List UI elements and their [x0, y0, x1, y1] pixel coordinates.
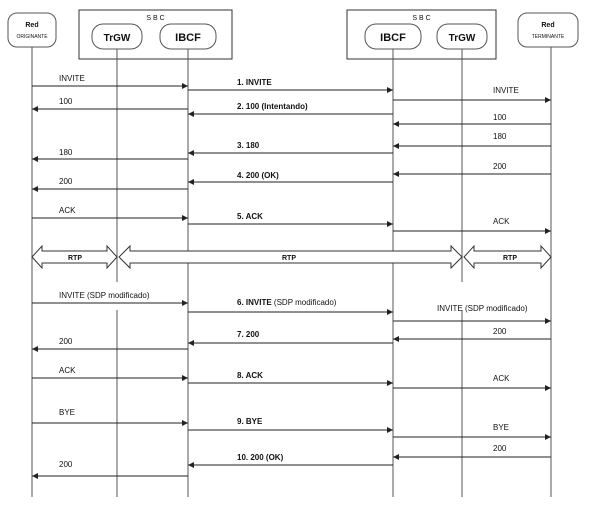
arrows — [32, 83, 551, 479]
label-re200-7: 7. 200 — [237, 330, 260, 339]
label-200-term: 200 — [493, 162, 507, 171]
label-100-2: 2. 100 (Intentando) — [237, 102, 308, 111]
label-200-orig: 200 — [59, 177, 73, 186]
label-bye-orig: BYE — [59, 408, 75, 417]
label-bye200-orig: 200 — [59, 460, 73, 469]
label-reinvite-6: 6. INVITE (SDP modificado) — [237, 298, 337, 307]
label-ack-orig: ACK — [59, 206, 76, 215]
ibcf-right-label: IBCF — [380, 32, 406, 44]
rtp-arrow-left — [31, 244, 118, 270]
label-reinvite-orig: INVITE (SDP modificado) — [59, 291, 150, 300]
label-180-term: 180 — [493, 132, 507, 141]
label-ack2-orig: ACK — [59, 366, 76, 375]
label-rtp-right: RTP — [503, 255, 517, 262]
trgw-right-label: TrGW — [449, 33, 476, 44]
label-ack-5: 5. ACK — [237, 212, 263, 221]
message-labels: INVITE 1. INVITE INVITE 100 2. 100 (Inte… — [59, 74, 528, 469]
label-ack-term: ACK — [493, 217, 510, 226]
trgw-left-label: TrGW — [104, 33, 131, 44]
label-re200-term: 200 — [493, 327, 507, 336]
label-rtp-mid: RTP — [282, 255, 296, 262]
label-reinvite-term: INVITE (SDP modificado) — [437, 304, 528, 313]
sbc-left-title: S B C — [146, 15, 164, 22]
label-invite-term: INVITE — [493, 86, 519, 95]
sbc-right-title: S B C — [412, 15, 430, 22]
rtp-arrows — [31, 244, 552, 270]
label-bye-9: 9. BYE — [237, 417, 263, 426]
label-bye200-term: 200 — [493, 444, 507, 453]
red-terminante-box — [517, 12, 579, 48]
label-100-term: 100 — [493, 113, 507, 122]
rtp-arrow-right — [463, 244, 552, 270]
label-100-orig: 100 — [59, 97, 73, 106]
label-re200-orig: 200 — [59, 337, 73, 346]
label-200-4: 4. 200 (OK) — [237, 171, 279, 180]
rtp-arrow-mid — [118, 244, 463, 270]
red-terminante-line1: Red — [541, 22, 554, 29]
label-invite-orig: INVITE — [59, 74, 85, 83]
label-180-orig: 180 — [59, 148, 73, 157]
label-180-3: 3. 180 — [237, 141, 260, 150]
red-originante-box — [7, 12, 57, 48]
label-bye200-10: 10. 200 (OK) — [237, 453, 284, 462]
ibcf-left-label: IBCF — [175, 32, 201, 44]
label-ack2-8: 8. ACK — [237, 371, 263, 380]
label-invite-1: 1. INVITE — [237, 78, 272, 87]
red-originante-line1: Red — [25, 22, 38, 29]
red-originante-line2: ORIGINANTE — [16, 34, 48, 40]
label-bye-term: BYE — [493, 423, 509, 432]
label-rtp-left: RTP — [68, 255, 82, 262]
red-terminante-line2: TERMINANTE — [532, 34, 565, 40]
label-ack2-term: ACK — [493, 374, 510, 383]
